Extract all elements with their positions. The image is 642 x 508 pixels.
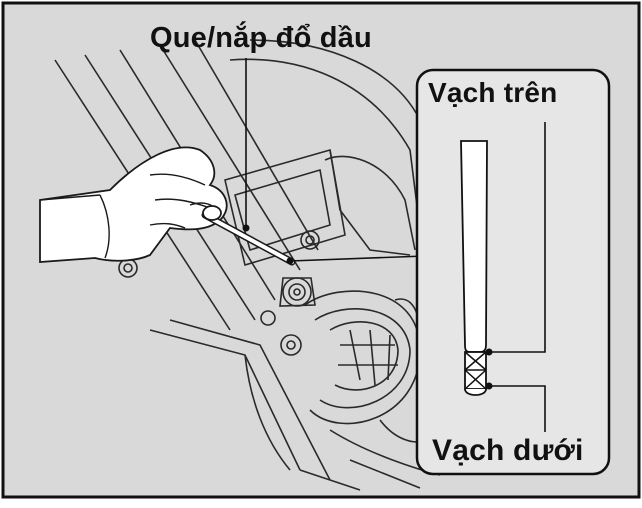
- upper-mark-label: Vạch trên: [428, 77, 558, 108]
- lower-mark-label: Vạch dưới: [432, 434, 584, 467]
- inset-panel: [415, 68, 611, 476]
- inset-connector-dot: [286, 257, 294, 265]
- lower-mark-dot: [485, 382, 493, 390]
- upper-mark-dot: [485, 348, 493, 356]
- inset-connector-line: [289, 255, 426, 262]
- engine-illustration: [54, 39, 441, 491]
- dipstick-icon: [201, 205, 296, 266]
- filler-leader-dot: [242, 224, 250, 232]
- filler-cap-label: Que/nắp đổ dầu: [150, 22, 372, 54]
- hand-icon: [39, 146, 228, 263]
- dipstick-detail: [460, 140, 488, 396]
- lower-mark-leader: [489, 385, 546, 432]
- upper-mark-leader: [489, 122, 546, 353]
